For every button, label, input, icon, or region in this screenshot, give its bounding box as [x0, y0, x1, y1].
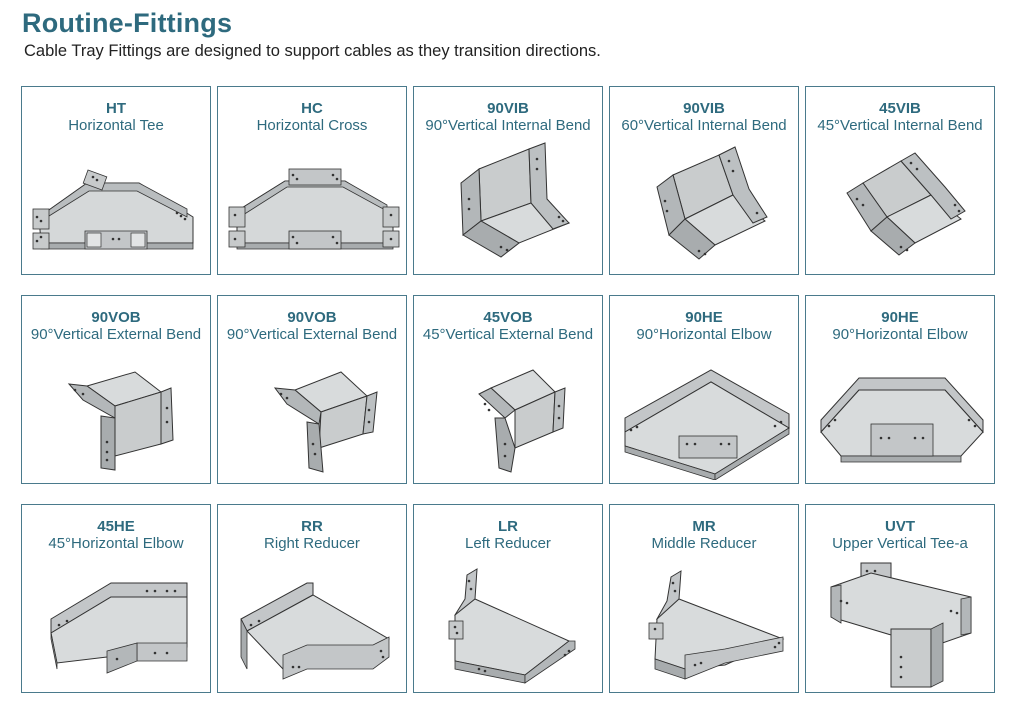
fitting-code: 90VIB: [487, 100, 529, 117]
fitting-card-ht: HT Horizontal Tee: [21, 86, 211, 275]
page-title: Routine-Fittings: [22, 8, 233, 38]
fitting-card-45vib: 45VIB 45°Vertical Internal Bend: [805, 86, 995, 275]
fitting-code: LR: [498, 518, 518, 535]
vertical-internal-bend-45-icon: [811, 139, 991, 271]
fittings-grid: HT Horizontal Tee HC Horizontal Cross: [21, 86, 997, 694]
left-reducer-icon: [419, 557, 599, 689]
fitting-code: 45VIB: [879, 100, 921, 117]
upper-vertical-tee-icon: [811, 557, 991, 689]
fitting-code: 45HE: [97, 518, 135, 535]
vertical-external-bend-90-icon: [27, 348, 207, 480]
fitting-name: 90°Vertical Internal Bend: [425, 117, 591, 134]
fitting-card-45he: 45HE 45°Horizontal Elbow: [21, 504, 211, 693]
vertical-internal-bend-90-icon: [419, 139, 599, 271]
fitting-name: 90°Vertical External Bend: [226, 326, 398, 343]
fitting-card-90vob-b: 90VOB 90°Vertical External Bend: [217, 295, 407, 484]
fitting-name: 45°Vertical External Bend: [422, 326, 594, 343]
fitting-code: HT: [106, 100, 126, 117]
fitting-card-45vob: 45VOB 45°Vertical External Bend: [413, 295, 603, 484]
fitting-name: 90°Horizontal Elbow: [832, 326, 968, 343]
fitting-name: Upper Vertical Tee-a: [832, 535, 968, 552]
fitting-code: 90VOB: [91, 309, 141, 326]
fitting-name: 45°Horizontal Elbow: [48, 535, 184, 552]
fitting-name: 45°Vertical Internal Bend: [817, 117, 983, 134]
fitting-card-uvt: UVT Upper Vertical Tee-a: [805, 504, 995, 693]
fitting-name: 60°Vertical Internal Bend: [621, 117, 787, 134]
horizontal-tee-icon: [27, 139, 207, 271]
horizontal-elbow-45-icon: [27, 557, 207, 689]
vertical-internal-bend-60-icon: [615, 139, 795, 271]
fitting-code: UVT: [885, 518, 915, 535]
fitting-code: 90VOB: [287, 309, 337, 326]
fitting-code: MR: [692, 518, 716, 535]
fitting-card-60vib: 90VIB 60°Vertical Internal Bend: [609, 86, 799, 275]
fitting-code: 90VIB: [683, 100, 725, 117]
middle-reducer-icon: [615, 557, 795, 689]
fitting-card-90he: 90HE 90°Horizontal Elbow: [609, 295, 799, 484]
page-subtitle: Cable Tray Fittings are designed to supp…: [24, 42, 601, 60]
vertical-external-bend-90b-icon: [223, 348, 403, 480]
right-reducer-icon: [223, 557, 403, 689]
fitting-code: RR: [301, 518, 323, 535]
fitting-name: Left Reducer: [465, 535, 551, 552]
fitting-name: 90°Vertical External Bend: [30, 326, 202, 343]
fitting-name: Horizontal Tee: [68, 117, 164, 134]
fitting-name: Middle Reducer: [651, 535, 757, 552]
fitting-card-90vib: 90VIB 90°Vertical Internal Bend: [413, 86, 603, 275]
fitting-name: Horizontal Cross: [256, 117, 368, 134]
fitting-card-90he-b: 90HE 90°Horizontal Elbow: [805, 295, 995, 484]
fitting-card-mr: MR Middle Reducer: [609, 504, 799, 693]
fitting-code: HC: [301, 100, 323, 117]
fitting-card-lr: LR Left Reducer: [413, 504, 603, 693]
fitting-name: 90°Horizontal Elbow: [636, 326, 772, 343]
fitting-code: 45VOB: [483, 309, 533, 326]
fitting-code: 90HE: [685, 309, 723, 326]
fitting-name: Right Reducer: [264, 535, 360, 552]
fitting-card-hc: HC Horizontal Cross: [217, 86, 407, 275]
fitting-code: 90HE: [881, 309, 919, 326]
horizontal-cross-icon: [223, 139, 403, 271]
fitting-card-rr: RR Right Reducer: [217, 504, 407, 693]
horizontal-elbow-90-icon: [615, 348, 795, 480]
horizontal-elbow-90b-icon: [811, 348, 991, 480]
vertical-external-bend-45-icon: [419, 348, 599, 480]
fitting-card-90vob: 90VOB 90°Vertical External Bend: [21, 295, 211, 484]
